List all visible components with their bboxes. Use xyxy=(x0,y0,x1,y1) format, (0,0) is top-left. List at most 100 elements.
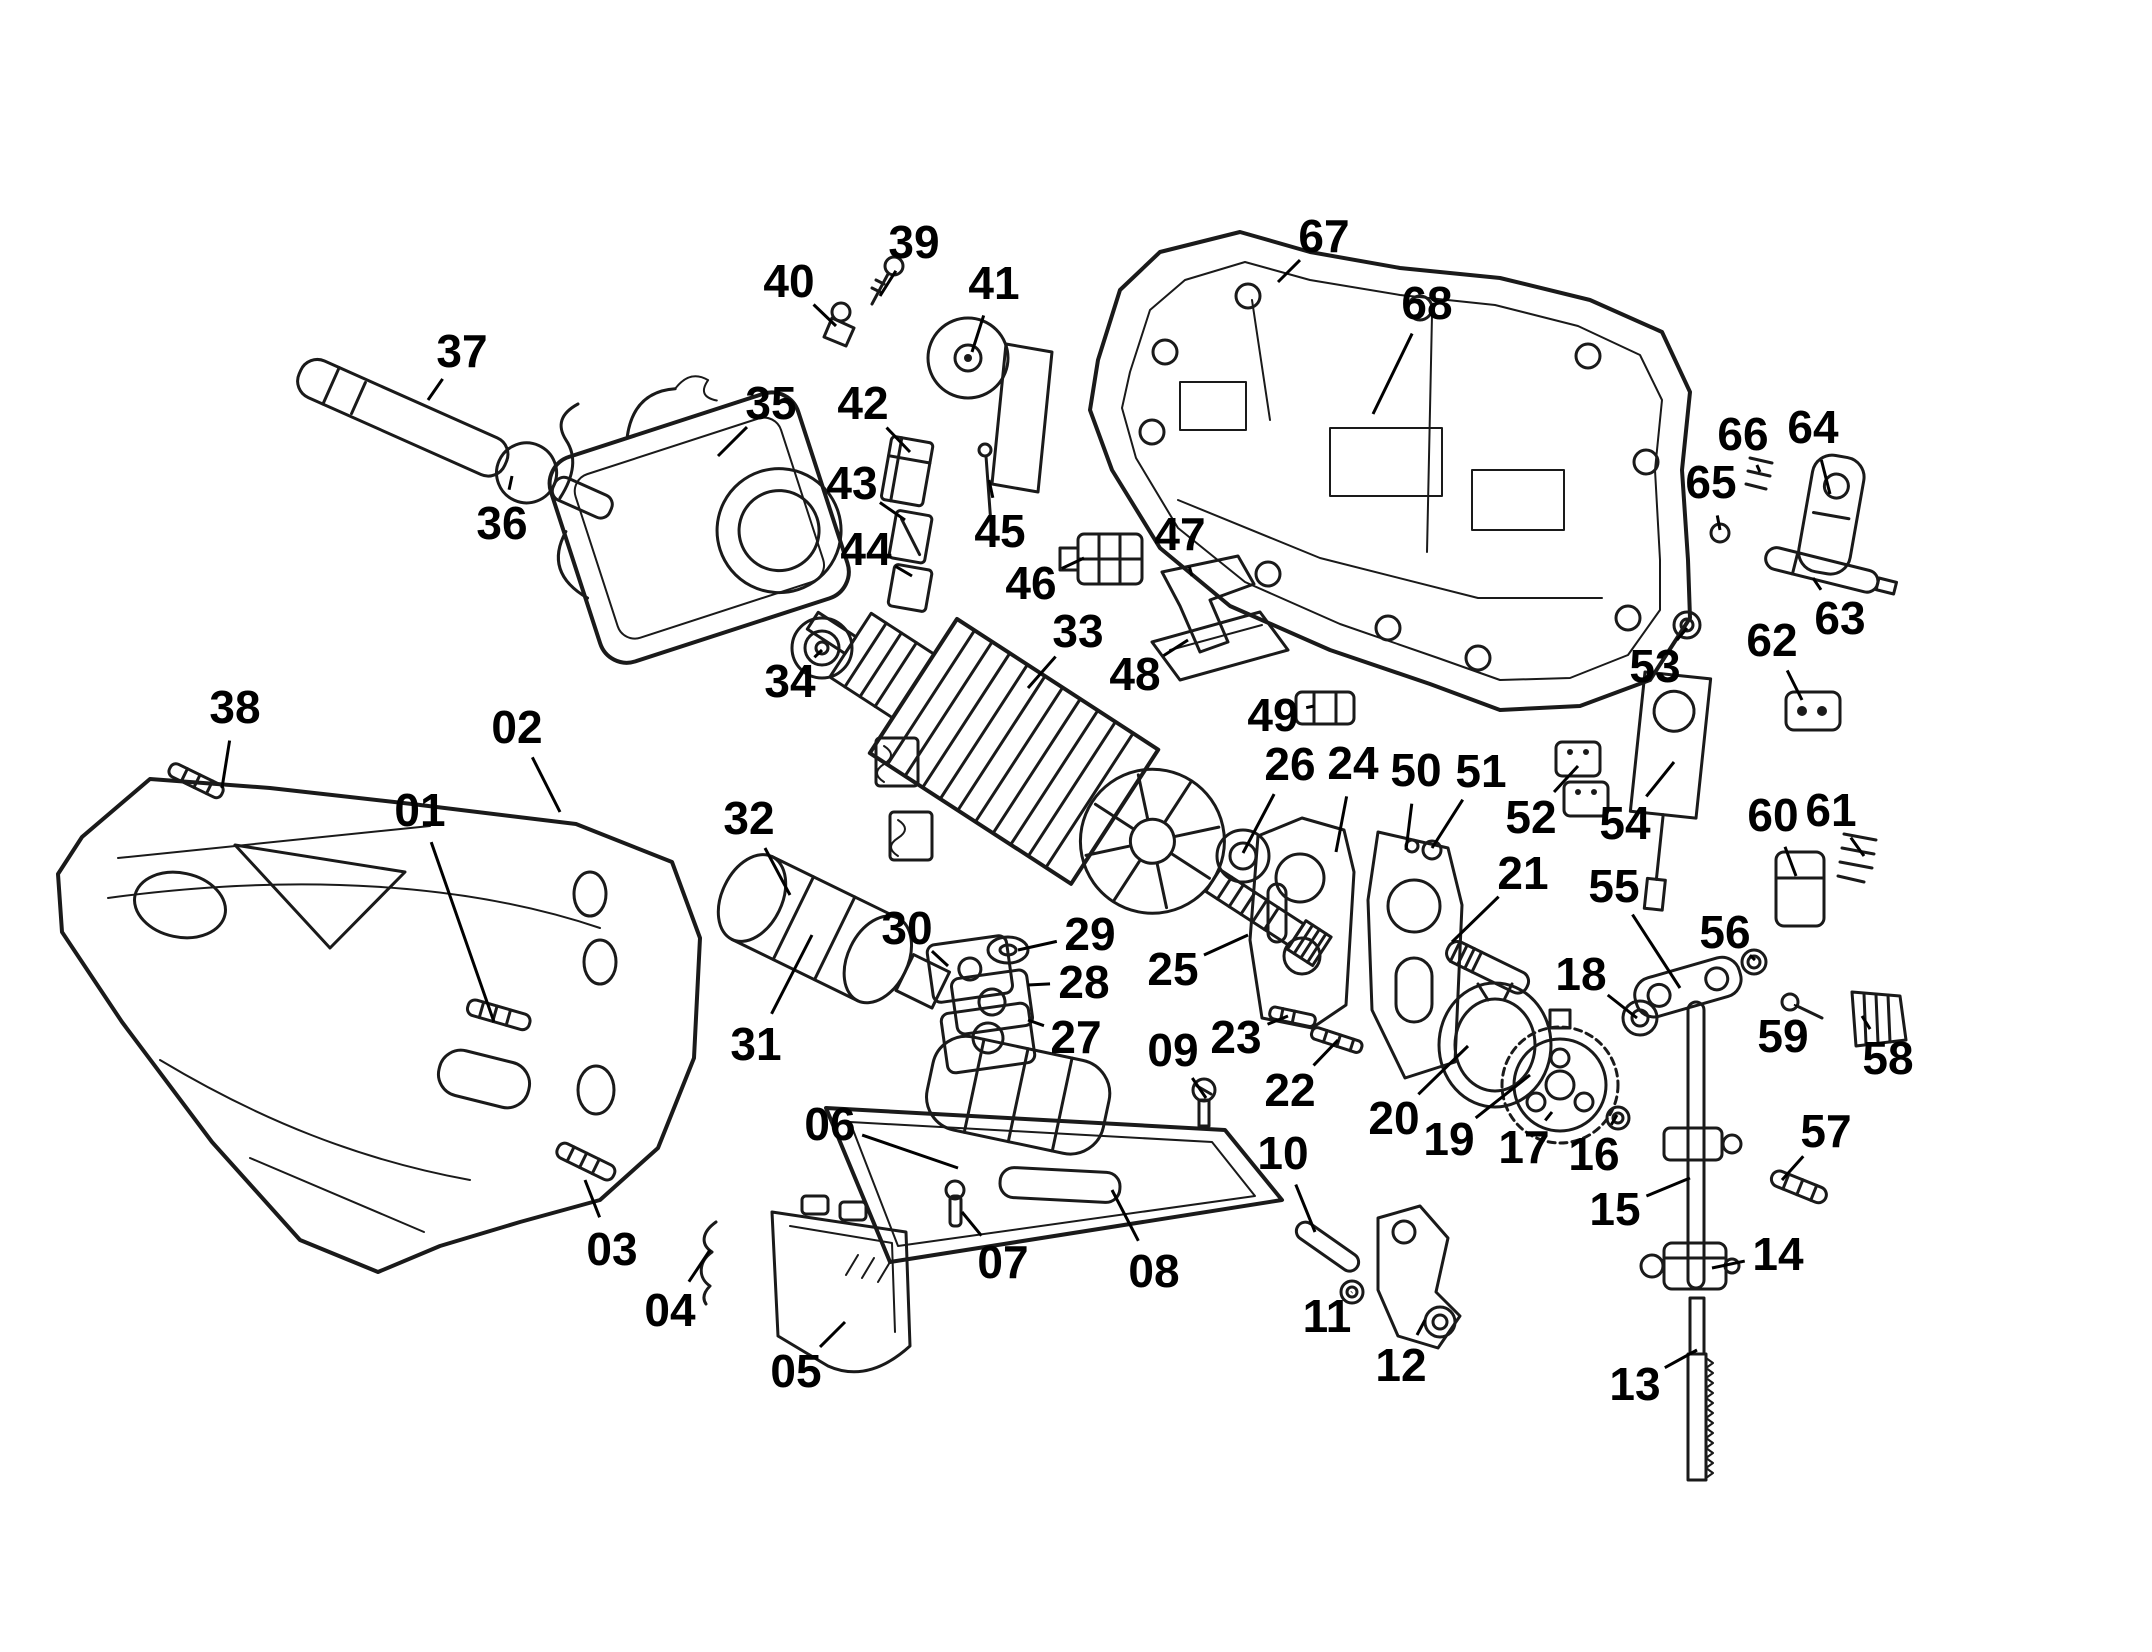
part-29-roller xyxy=(986,935,1030,965)
callout-leader-32 xyxy=(763,847,792,896)
part-43-brush xyxy=(887,509,934,565)
callout-05: 05 xyxy=(770,1345,821,1397)
callout-leader-34 xyxy=(813,648,824,659)
callout-leader-43 xyxy=(879,501,906,522)
callout-56: 56 xyxy=(1699,906,1750,958)
part-40-clamp xyxy=(822,301,856,348)
callout-45: 45 xyxy=(974,505,1025,557)
callout-36: 36 xyxy=(476,497,527,549)
part-63-shaft xyxy=(1764,546,1899,596)
callout-11: 11 xyxy=(1303,1290,1352,1342)
callout-leader-18 xyxy=(1606,993,1638,1020)
callout-21: 21 xyxy=(1497,847,1548,899)
callout-leader-30 xyxy=(930,950,950,968)
callout-leader-15 xyxy=(1645,1176,1691,1198)
callout-leader-36 xyxy=(507,475,514,491)
callout-25: 25 xyxy=(1147,943,1198,995)
callout-leader-10 xyxy=(1294,1183,1317,1233)
part-62-switch xyxy=(1784,690,1842,732)
callout-leader-22 xyxy=(1312,1038,1340,1067)
callout-30: 30 xyxy=(881,902,932,954)
callout-leader-28 xyxy=(1027,982,1051,987)
callout-49: 49 xyxy=(1247,689,1298,741)
part-15-plunger xyxy=(1662,1000,1743,1290)
part-09-screw xyxy=(1191,1077,1217,1128)
callout-leader-64 xyxy=(1819,459,1832,495)
callout-39: 39 xyxy=(888,216,939,268)
part-48-slider xyxy=(1150,610,1290,682)
part-67-housing-upper xyxy=(1088,230,1692,712)
callout-leader-01 xyxy=(429,841,496,1023)
part-16-oring xyxy=(1605,1105,1631,1131)
callout-leader-46 xyxy=(1061,556,1085,570)
callout-18: 18 xyxy=(1555,948,1606,1000)
callout-20: 20 xyxy=(1368,1092,1419,1144)
part-25-bracket xyxy=(1248,816,1356,1030)
callout-leader-49 xyxy=(1305,704,1315,710)
callout-66: 66 xyxy=(1717,408,1768,460)
callout-leader-19 xyxy=(1474,1073,1531,1120)
callout-06: 06 xyxy=(804,1098,855,1150)
part-44-brush xyxy=(886,563,934,613)
callout-leader-67 xyxy=(1276,258,1302,284)
callout-leader-02 xyxy=(531,756,562,813)
callout-leader-40 xyxy=(812,303,838,328)
part-07-screw xyxy=(944,1179,966,1228)
callout-50: 50 xyxy=(1390,744,1441,796)
callout-leader-31 xyxy=(770,934,814,1015)
callout-63: 63 xyxy=(1814,592,1865,644)
callout-leader-25 xyxy=(1203,933,1249,957)
callout-41: 41 xyxy=(968,257,1019,309)
callout-27: 27 xyxy=(1050,1011,1101,1063)
part-12-lever xyxy=(1376,1204,1462,1350)
callout-leader-35 xyxy=(716,425,749,458)
callout-leader-60 xyxy=(1783,846,1798,877)
callout-leader-45 xyxy=(987,479,995,499)
part-10-pin xyxy=(1294,1220,1361,1273)
callout-leader-17 xyxy=(1544,1111,1554,1122)
part-56-washer xyxy=(1740,948,1768,976)
callout-28: 28 xyxy=(1058,956,1109,1008)
callout-leader-50 xyxy=(1404,803,1414,851)
part-57-spring-pin xyxy=(1769,1169,1828,1205)
part-08-base-plate xyxy=(824,1106,1284,1264)
callout-58: 58 xyxy=(1862,1032,1913,1084)
callout-31: 31 xyxy=(730,1018,781,1070)
callout-leader-42 xyxy=(885,426,912,454)
callout-29: 29 xyxy=(1064,908,1115,960)
callout-leader-55 xyxy=(1631,913,1682,989)
callout-leader-05 xyxy=(818,1320,847,1349)
callout-59: 59 xyxy=(1757,1010,1808,1062)
callout-leader-68 xyxy=(1371,332,1414,415)
part-28-plate xyxy=(950,968,1034,1036)
callout-leader-03 xyxy=(583,1179,602,1218)
callout-32: 32 xyxy=(723,792,774,844)
part-11-washer xyxy=(1339,1279,1365,1305)
part-03-screw xyxy=(555,1141,617,1182)
callout-leader-51 xyxy=(1430,798,1465,849)
callout-leader-57 xyxy=(1780,1155,1805,1182)
callout-leader-62 xyxy=(1785,669,1804,701)
callout-61: 61 xyxy=(1805,784,1856,836)
part-33-armature xyxy=(805,610,1333,968)
callout-62: 62 xyxy=(1746,614,1797,666)
callout-26: 26 xyxy=(1264,738,1315,790)
part-42-brush-holder xyxy=(880,435,935,508)
callout-38: 38 xyxy=(209,681,260,733)
callout-17: 17 xyxy=(1498,1121,1549,1173)
part-61-spring xyxy=(1836,832,1878,884)
callout-leader-48 xyxy=(1162,638,1189,657)
callout-52: 52 xyxy=(1505,791,1556,843)
callout-leader-20 xyxy=(1417,1044,1470,1096)
callout-leader-58 xyxy=(1860,1015,1872,1030)
part-23-screw xyxy=(1268,1005,1317,1029)
callout-44: 44 xyxy=(840,523,892,575)
callout-14: 14 xyxy=(1752,1228,1804,1280)
callout-33: 33 xyxy=(1052,605,1103,657)
part-17-gear xyxy=(1500,1008,1620,1145)
callout-leader-16 xyxy=(1609,1114,1619,1126)
callout-01: 01 xyxy=(394,784,445,836)
part-44-brushes-lower xyxy=(874,736,934,862)
